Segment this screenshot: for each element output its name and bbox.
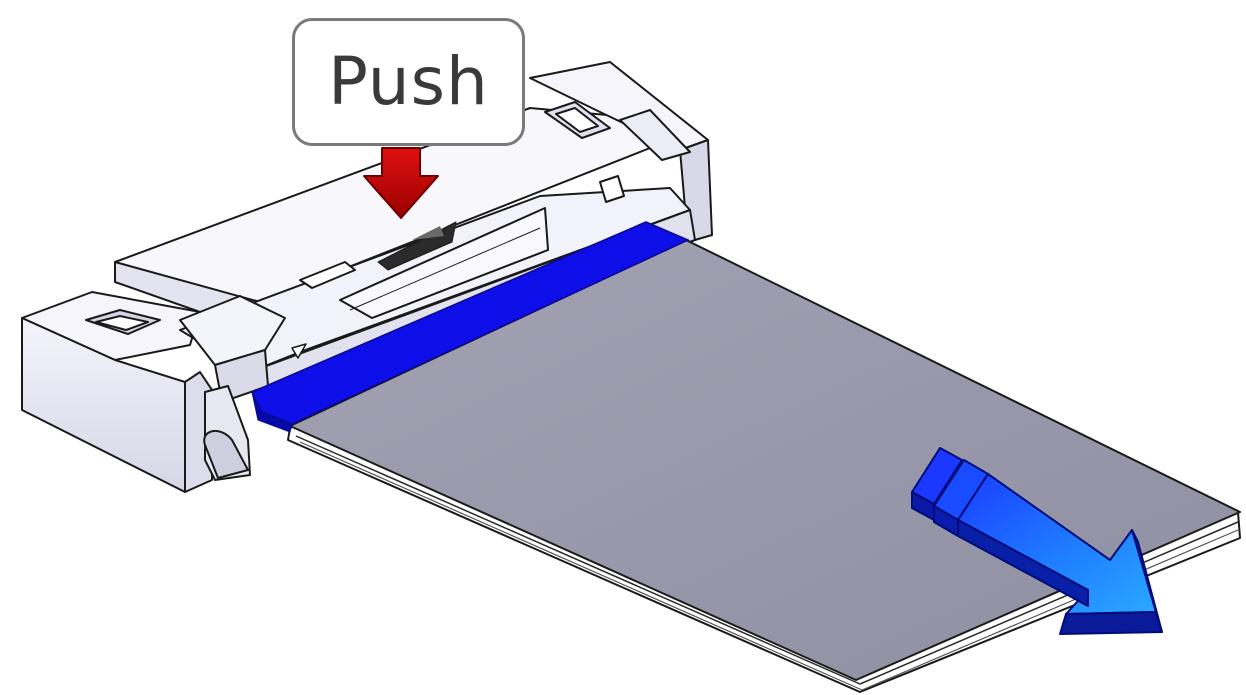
arrow-down-icon [363,147,439,219]
push-callout: Push [292,18,525,146]
actuator-marker-left [291,343,307,359]
housing-left-hook [203,430,249,479]
pull-arrow [911,447,1163,635]
housing-left-slot-inner [95,315,149,331]
actuator-highlight [250,221,690,433]
rail-slot-1 [299,261,356,289]
rail-slot-2 [599,175,625,203]
housing-right-notch [619,109,691,161]
fpc-cable [287,239,1241,693]
push-arrow [363,147,439,219]
housing-right-slot-inner [555,107,599,133]
actuator-left-tab [179,295,286,366]
arrow-down-right-icon [911,447,1163,635]
push-label: Push [328,43,489,120]
